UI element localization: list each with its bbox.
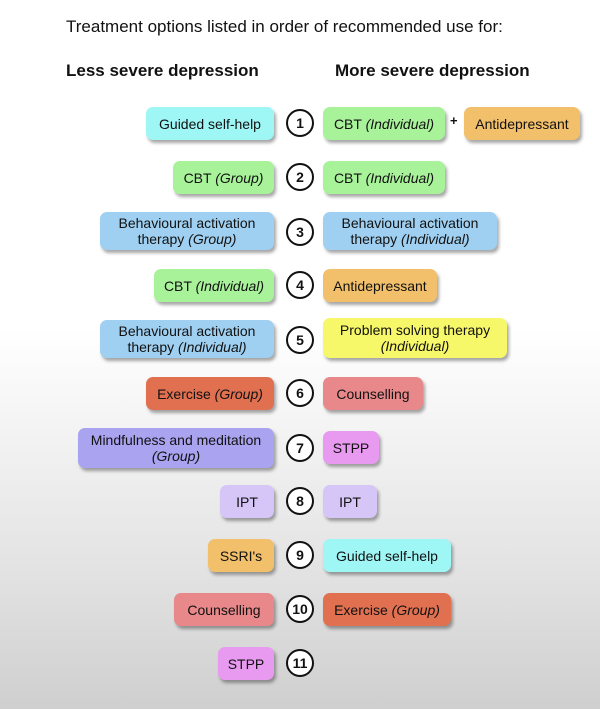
right-box-7: STPP (323, 431, 379, 464)
left-box-10-text: Counselling (187, 601, 261, 618)
right-box-6-text: Counselling (336, 385, 410, 402)
left-box-4-text: CBT (163, 277, 192, 294)
rank-circle-8: 8 (286, 487, 314, 515)
left-box-9-text: SSRI's (219, 547, 263, 564)
right-box-10: Exercise (Group) (323, 593, 451, 626)
left-box-7-line1: Mindfulness and meditation (90, 432, 262, 448)
right-box-7-text: STPP (332, 439, 370, 456)
left-box-8: IPT (220, 485, 274, 518)
right-box-2-italic: (Individual) (365, 169, 435, 186)
left-box-3-line2: therapy (137, 231, 185, 247)
right-box-4: Antidepressant (323, 269, 437, 302)
right-box-10-text: Exercise (334, 601, 388, 618)
right-box-3-line2: therapy (350, 231, 398, 247)
right-box-8-text: IPT (339, 493, 361, 510)
right-box-3-italic: (Individual) (401, 231, 470, 247)
right-box-8: IPT (323, 485, 377, 518)
right-box-1-text: CBT (333, 115, 362, 132)
right-box-3-line1: Behavioural activation (341, 215, 479, 231)
left-box-8-text: IPT (236, 493, 258, 510)
rank-circle-7: 7 (286, 434, 314, 462)
left-box-2-italic: (Group) (215, 169, 264, 186)
left-box-3: Behavioural activation therapy (Group) (100, 212, 274, 250)
right-box-1-italic: (Individual) (365, 115, 435, 132)
right-box-5: Problem solving therapy (Individual) (323, 318, 507, 358)
left-box-10: Counselling (174, 593, 274, 626)
right-box-9-text: Guided self-help (336, 547, 438, 564)
left-box-2-text: CBT (183, 169, 212, 186)
rank-circle-10: 10 (286, 595, 314, 623)
left-box-3-italic: (Group) (188, 231, 237, 247)
extra-box-1: Antidepressant (464, 107, 580, 140)
left-box-7-italic: (Group) (151, 448, 201, 464)
right-box-2-text: CBT (333, 169, 362, 186)
left-box-6-text: Exercise (157, 385, 211, 402)
right-box-1: CBT (Individual) (323, 107, 445, 140)
left-box-1-text: Guided self-help (159, 115, 261, 132)
right-box-4-text: Antidepressant (333, 277, 427, 294)
right-box-2: CBT (Individual) (323, 161, 445, 194)
rank-circle-2: 2 (286, 163, 314, 191)
left-box-5-italic: (Individual) (178, 339, 247, 355)
rank-circle-4: 4 (286, 271, 314, 299)
rank-circle-9: 9 (286, 541, 314, 569)
left-box-11-text: STPP (227, 655, 265, 672)
column-header-more-severe: More severe depression (335, 61, 530, 80)
right-box-5-line1: Problem solving therapy (339, 322, 491, 338)
right-box-6: Counselling (323, 377, 423, 410)
right-box-9: Guided self-help (323, 539, 451, 572)
left-box-5: Behavioural activation therapy (Individu… (100, 320, 274, 358)
rank-circle-1: 1 (286, 109, 314, 137)
rank-circle-11: 11 (286, 649, 314, 677)
plus-sign: + (450, 113, 458, 128)
left-box-9: SSRI's (208, 539, 274, 572)
left-box-3-line1: Behavioural activation (118, 215, 256, 231)
left-box-1: Guided self-help (146, 107, 274, 140)
figure-title: Treatment options listed in order of rec… (66, 17, 503, 36)
right-box-10-italic: (Group) (391, 601, 440, 618)
left-box-7: Mindfulness and meditation (Group) (78, 428, 274, 468)
column-header-less-severe: Less severe depression (66, 61, 259, 80)
left-box-2: CBT (Group) (173, 161, 274, 194)
rank-circle-6: 6 (286, 379, 314, 407)
left-box-11: STPP (218, 647, 274, 680)
left-box-6: Exercise (Group) (146, 377, 274, 410)
left-box-6-italic: (Group) (214, 385, 263, 402)
rank-circle-3: 3 (286, 218, 314, 246)
right-box-3: Behavioural activation therapy (Individu… (323, 212, 497, 250)
rank-circle-5: 5 (286, 326, 314, 354)
left-box-5-line1: Behavioural activation (118, 323, 256, 339)
left-box-4-italic: (Individual) (195, 277, 265, 294)
extra-box-1-text: Antidepressant (475, 115, 569, 132)
right-box-5-italic: (Individual) (380, 338, 450, 354)
left-box-5-line2: therapy (127, 339, 175, 355)
left-box-4: CBT (Individual) (154, 269, 274, 302)
